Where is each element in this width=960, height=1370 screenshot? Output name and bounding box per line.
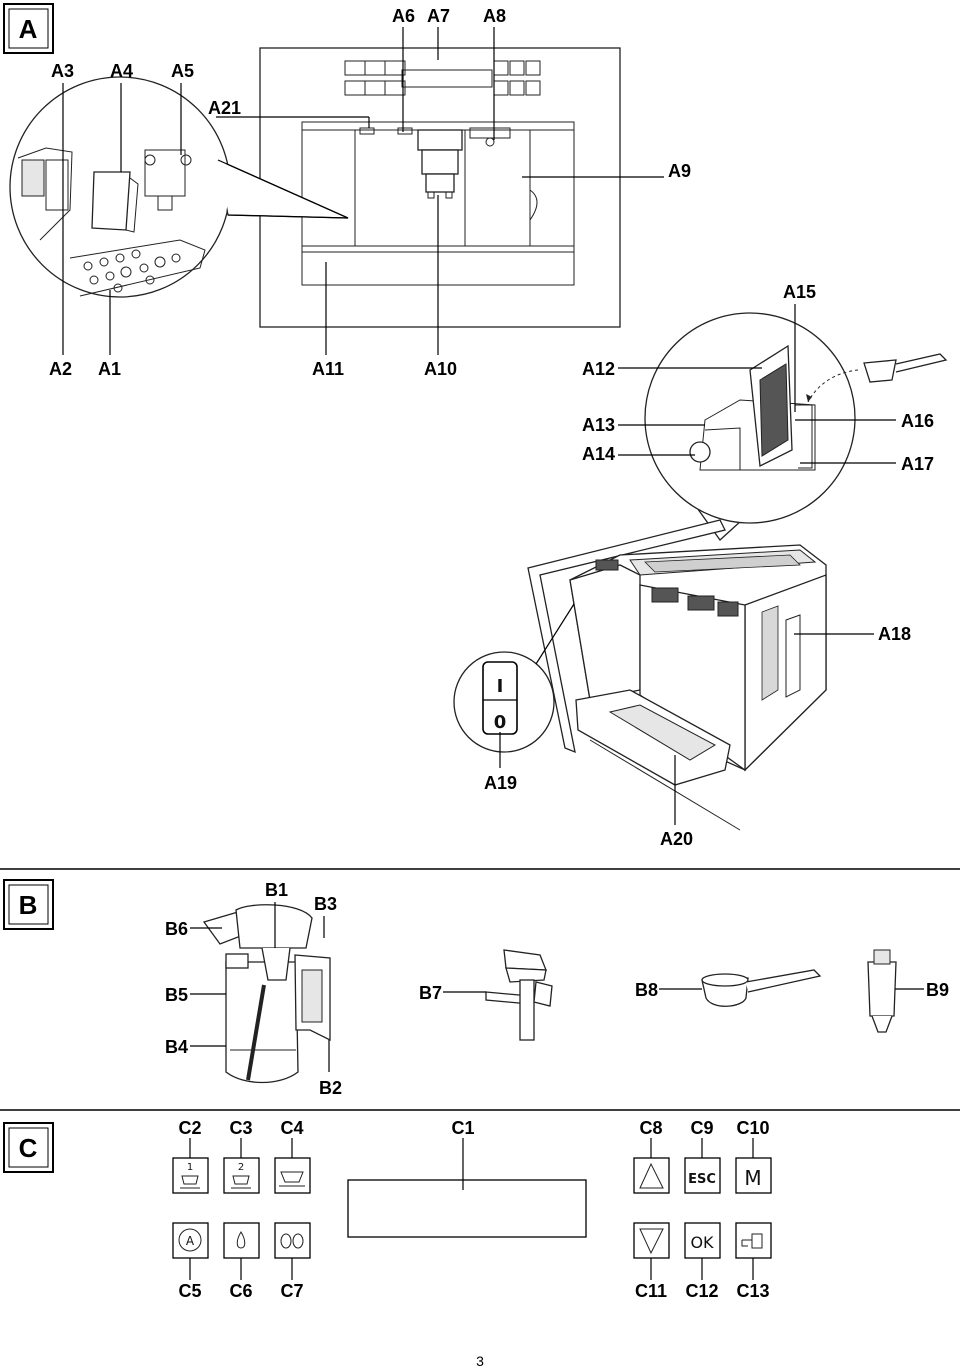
button-down[interactable] [633,1222,670,1259]
large-cup-icon [279,1171,305,1187]
button-two-cups[interactable]: 2 [223,1157,260,1194]
detail-circle-bean-container [644,312,948,541]
display-window [347,1179,587,1238]
label-c1: C1 [451,1118,474,1138]
label-c3: C3 [229,1118,252,1138]
label-b6: B6 [165,919,188,939]
section-c-letter: C [19,1133,38,1163]
label-a16: A16 [901,411,934,431]
label-a19: A19 [484,773,517,793]
label-b1: B1 [265,880,288,900]
switch-on-glyph: I [497,676,504,697]
section-c-badge: C [3,1122,54,1173]
label-c10: C10 [736,1118,769,1138]
label-c2: C2 [178,1118,201,1138]
machine-front [259,47,621,328]
measuring-scoop [701,969,822,1007]
milk-nozzle [485,949,553,1041]
label-a11: A11 [312,359,344,379]
leader-lines-a [62,27,896,825]
water-drop-icon [236,1231,246,1249]
milk-container [202,904,331,1084]
label-b8: B8 [635,980,658,1000]
button-beans[interactable] [274,1222,311,1259]
machine-3d [527,519,827,831]
label-c4: C4 [280,1118,303,1138]
cup-icon [180,1175,200,1189]
button-large-cup[interactable] [274,1157,311,1194]
label-a14: A14 [582,444,615,464]
power-switch-detail: I 0 [453,603,575,753]
label-c6: C6 [229,1281,252,1301]
label-a21: A21 [208,98,241,118]
label-a7: A7 [427,6,450,26]
bean-icon [280,1233,292,1249]
label-a6: A6 [392,6,415,26]
leader-lines-c [189,1138,754,1280]
label-c7: C7 [280,1281,303,1301]
label-b3: B3 [314,894,337,914]
button-ok[interactable]: OK [684,1222,721,1259]
detail-circle-brew-unit [9,76,349,298]
label-b9: B9 [926,980,949,1000]
label-c11: C11 [635,1281,667,1301]
labels-a: A3 A4 A5 A21 A6 A7 A8 A9 A15 A2 A1 A11 A… [49,6,934,849]
section-a-badge: A [3,3,54,54]
esc-label: ESC [688,1172,716,1187]
switch-off-glyph: 0 [494,712,507,733]
button-esc[interactable]: ESC [684,1157,721,1194]
button-up[interactable] [633,1157,670,1194]
section-a-letter: A [19,14,38,44]
label-a13: A13 [582,415,615,435]
label-a8: A8 [483,6,506,26]
cycle-icon [178,1228,202,1252]
button-milk[interactable] [735,1222,772,1259]
button-one-cup[interactable]: 1 [172,1157,209,1194]
label-b7: B7 [419,983,442,1003]
section-b-badge: B [3,879,54,930]
water-filter [867,949,897,1033]
label-a9: A9 [668,161,691,181]
label-b5: B5 [165,985,188,1005]
label-c5: C5 [178,1281,201,1301]
label-a2: A2 [49,359,72,379]
label-a20: A20 [660,829,693,849]
label-b4: B4 [165,1037,188,1057]
label-a10: A10 [424,359,457,379]
labels-b: B1 B3 B6 B5 B4 B2 B7 B8 B9 [165,880,949,1098]
label-b2: B2 [319,1078,342,1098]
button-auto-clean[interactable]: A [172,1222,209,1259]
menu-label: M [744,1166,761,1190]
page-number: 3 [476,1353,484,1369]
button-menu[interactable]: M [735,1157,772,1194]
label-a15: A15 [783,282,816,302]
arrow-up-icon [639,1162,664,1189]
label-c12: C12 [685,1281,718,1301]
label-c13: C13 [736,1281,769,1301]
two-cups-number: 2 [238,1162,244,1173]
auto-letter: A [186,1234,195,1248]
label-c9: C9 [690,1118,713,1138]
section-b-letter: B [19,890,38,920]
label-a18: A18 [878,624,911,644]
milk-icon [741,1233,763,1249]
cup-icon [231,1175,251,1189]
ok-label: OK [690,1233,714,1252]
label-a17: A17 [901,454,934,474]
bean-icon [292,1233,304,1249]
labels-c: C2 C3 C4 C1 C8 C9 C10 C5 C6 C7 C11 C12 C… [178,1118,769,1301]
button-water[interactable] [223,1222,260,1259]
one-cup-number: 1 [187,1162,193,1173]
leader-lines-b [190,902,924,1072]
label-a3: A3 [51,61,74,81]
label-a1: A1 [98,359,121,379]
arrow-down-icon [639,1228,664,1255]
label-a4: A4 [110,61,133,81]
label-c8: C8 [639,1118,662,1138]
label-a12: A12 [582,359,615,379]
label-a5: A5 [171,61,194,81]
